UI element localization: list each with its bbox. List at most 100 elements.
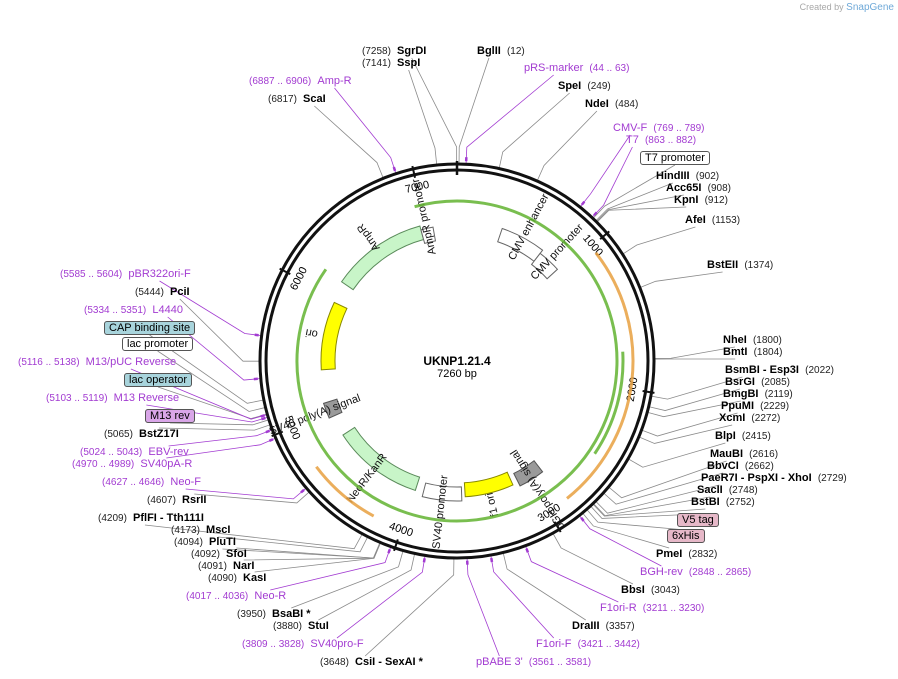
site-label-neo-r[interactable]: (4017 .. 4036) Neo-R (186, 590, 286, 603)
site-label-draiii[interactable]: DraIII (3357) (572, 620, 635, 633)
site-label-nari[interactable]: (4091) NarI (198, 560, 254, 573)
site-label-paer7i[interactable]: PaeR7I - PspXI - XhoI (2729) (701, 472, 847, 485)
site-label-bsrgi[interactable]: BsrGI (2085) (725, 376, 790, 389)
site-name: PluTI (209, 536, 236, 548)
site-label-lac-operator[interactable]: lac operator (124, 373, 193, 387)
site-name: pBR322ori-F (128, 268, 191, 280)
site-label-lac-promoter[interactable]: lac promoter (122, 337, 194, 351)
site-label-sfoi[interactable]: (4092) SfoI (191, 548, 247, 561)
site-label-hindiii[interactable]: HindIII (902) (656, 170, 719, 183)
feature-neor-kanr[interactable] (342, 426, 421, 492)
site-label-bmgbi[interactable]: BmgBI (2119) (723, 388, 793, 401)
site-name: BbvCI (707, 460, 739, 472)
site-position: (908) (707, 183, 731, 194)
site-label-bsmbi[interactable]: BsmBI - Esp3I (2022) (725, 364, 834, 377)
site-label-bstz17i[interactable]: (5065) BstZ17I (104, 428, 179, 441)
site-label-pflfi[interactable]: (4209) PflFI - Tth111I (98, 512, 204, 525)
site-label-m13puc-reverse[interactable]: (5116 .. 5138) M13/pUC Reverse (18, 356, 176, 369)
tick-5000 (271, 430, 284, 438)
site-label-m13-reverse[interactable]: (5103 .. 5119) M13 Reverse (46, 392, 179, 405)
site-label-bbvci[interactable]: BbvCI (2662) (707, 460, 774, 473)
feature-sv40-poly-a-signal[interactable] (322, 398, 343, 419)
site-label-v5-tag[interactable]: V5 tag (677, 513, 719, 527)
site-label-sgrdi[interactable]: (7258) SgrDI (362, 45, 426, 58)
site-label-bsabi[interactable]: (3950) BsaBI * (237, 608, 311, 621)
tick-7000 (411, 165, 417, 178)
site-label-rsrii[interactable]: (4607) RsrII (147, 494, 207, 507)
site-label-m13-rev[interactable]: M13 rev (145, 409, 195, 423)
site-label-l4440[interactable]: (5334 .. 5351) L4440 (84, 304, 183, 317)
site-position: (12) (506, 46, 525, 57)
site-name: BsaBI * (272, 608, 311, 620)
site-label-spei[interactable]: SpeI (249) (558, 80, 611, 93)
leader-line-pmei (582, 513, 670, 549)
site-label-kpni[interactable]: KpnI (912) (674, 194, 728, 207)
site-label-cap-binding-site[interactable]: CAP binding site (104, 321, 196, 335)
site-label-xcmi[interactable]: XcmI (2272) (719, 412, 780, 425)
site-name: M13 Reverse (113, 392, 180, 404)
site-label-pluti[interactable]: (4094) PluTI (174, 536, 236, 549)
site-name: BsmBI (725, 364, 760, 376)
site-name: BstBI (691, 496, 720, 508)
tick-3000 (553, 521, 562, 533)
site-label-stui[interactable]: (3880) StuI (273, 620, 329, 633)
site-label-sv40pa-r[interactable]: (4970 .. 4989) SV40pA-R (72, 458, 192, 471)
site-label-amp-r[interactable]: (6887 .. 6906) Amp-R (249, 75, 352, 88)
site-label-bmti[interactable]: BmtI (1804) (723, 346, 782, 359)
site-label-bgh-rev[interactable]: BGH-rev (2848 .. 2865) (640, 566, 751, 579)
site-name: SV40pA-R (140, 458, 193, 470)
site-label-neo-f[interactable]: (4627 .. 4646) Neo-F (102, 476, 201, 489)
site-label-acc65i[interactable]: Acc65I (908) (666, 182, 731, 195)
site-label-t7-promoter[interactable]: T7 promoter (640, 151, 710, 165)
feature-cmv-promoter[interactable] (530, 252, 559, 280)
site-position: (863 .. 882) (644, 135, 697, 146)
site-label-scai[interactable]: (6817) ScaI (268, 93, 326, 106)
feature-f1-ori[interactable] (463, 471, 514, 498)
site-label-csii[interactable]: (3648) CsiI - SexAI * (320, 656, 423, 669)
site-label-bstbi[interactable]: BstBI (2752) (691, 496, 755, 509)
site-label-pbabe3[interactable]: pBABE 3' (3561 .. 3581) (476, 656, 591, 669)
site-label-prs-marker[interactable]: pRS-marker (44 .. 63) (524, 62, 629, 75)
site-position: (2229) (760, 401, 790, 412)
tick-label: 4000 (387, 520, 414, 539)
site-label-bbsi[interactable]: BbsI (3043) (621, 584, 680, 597)
site-label-blpi[interactable]: BlpI (2415) (715, 430, 771, 443)
feature-sv40-promoter[interactable] (421, 482, 463, 502)
site-label-nhei[interactable]: NheI (1800) (723, 334, 782, 347)
site-label-bsteii[interactable]: BstEII (1374) (707, 259, 773, 272)
primer-mark-sv40pro-f (422, 558, 426, 563)
site-label-f1ori-f[interactable]: F1ori-F (3421 .. 3442) (536, 638, 640, 651)
tick-1000 (599, 230, 610, 240)
site-label-pmei[interactable]: PmeI (2832) (656, 548, 717, 561)
site-position: (4209) (98, 513, 127, 524)
site-label-bglii[interactable]: BglII (12) (477, 45, 525, 58)
site-label-maubi[interactable]: MauBI (2616) (710, 448, 778, 461)
site-label-pcii[interactable]: (5444) PciI (135, 286, 190, 299)
primer-mark-bgh-rev (580, 517, 585, 522)
site-label-msci[interactable]: (4173) MscI (171, 524, 231, 537)
site-label-ebv-rev[interactable]: (5024 .. 5043) EBV-rev (80, 446, 189, 459)
site-name: T7 (626, 134, 639, 146)
feature-ori[interactable] (320, 301, 348, 371)
site-label-kasi[interactable]: (4090) KasI (208, 572, 266, 585)
site-label-afei[interactable]: AfeI (1153) (685, 214, 740, 227)
primer-mark-cmv-f (580, 200, 586, 206)
feature-ampr-promoter[interactable] (420, 226, 437, 244)
site-label-sacii[interactable]: SacII (2748) (697, 484, 758, 497)
site-label-6xhis[interactable]: 6xHis (667, 529, 705, 543)
site-label-ndei[interactable]: NdeI (484) (585, 98, 638, 111)
feature-ampr[interactable] (340, 225, 425, 291)
site-label-pbr322ori-f[interactable]: (5585 .. 5604) pBR322ori-F (60, 268, 191, 281)
site-label-f1ori-r[interactable]: F1ori-R (3211 .. 3230) (600, 602, 704, 615)
site-label-t7[interactable]: T7 (863 .. 882) (626, 134, 696, 147)
site-label-ppumi[interactable]: PpuMI (2229) (721, 400, 789, 413)
leader-line-bsteii (640, 271, 723, 288)
leader-line-nhei (654, 346, 735, 359)
site-position: (2729) (817, 473, 847, 484)
site-label-sspi[interactable]: (7141) SspI (362, 57, 420, 70)
site-label-sv40pro-f[interactable]: (3809 .. 3828) SV40pro-F (242, 638, 364, 651)
site-label-cmv-f[interactable]: CMV-F (769 .. 789) (613, 122, 705, 135)
site-position: (3950) (237, 609, 266, 620)
primer-mark-pbr322ori-f (254, 333, 259, 337)
feature-bgh-poly-a-signal[interactable] (513, 460, 544, 487)
